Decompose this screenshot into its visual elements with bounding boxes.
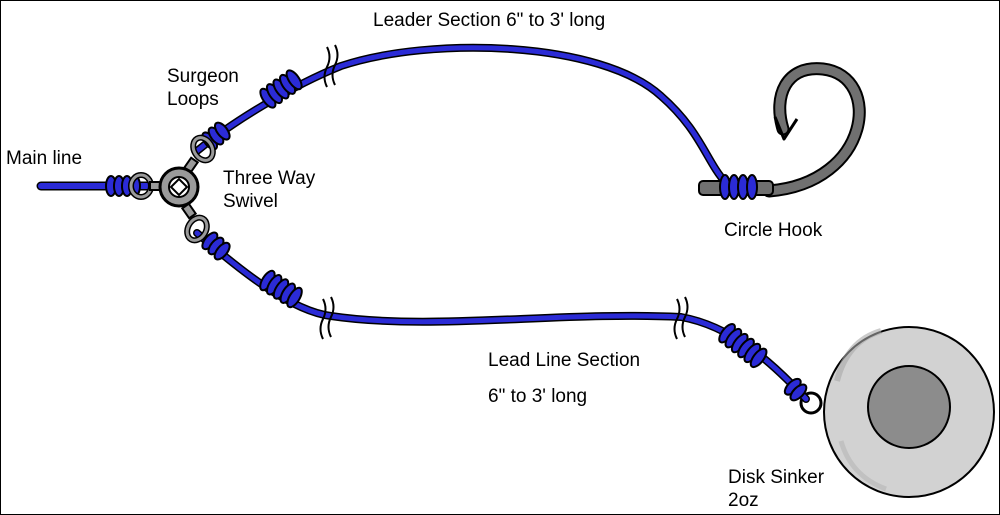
line-break-icon — [319, 44, 689, 340]
disk-sinker-label: Disk Sinker 2oz — [728, 466, 824, 512]
three-way-swivel-label: Three Way Swivel — [223, 167, 315, 213]
three-way-swivel-line-2: Swivel — [223, 191, 278, 212]
lead-line-length-label: 6" to 3' long — [488, 386, 588, 407]
disk-sinker-icon — [799, 326, 995, 498]
circle-hook-label: Circle Hook — [724, 220, 823, 241]
surgeon-knot-icon — [105, 69, 808, 402]
surgeon-loops-line-1: Surgeon — [167, 66, 239, 87]
three-way-swivel-line-1: Three Way — [223, 168, 316, 189]
lead-line-section-label: Lead Line Section — [488, 350, 641, 371]
disk-sinker-line-2: 2oz — [728, 490, 759, 511]
fishing-lines — [36, 43, 810, 403]
main-line-label: Main line — [6, 148, 83, 169]
surgeon-loops-line-2: Loops — [167, 89, 219, 110]
leader-section-label: Leader Section 6" to 3' long — [373, 10, 606, 31]
surgeon-loops-label: Surgeon Loops — [167, 65, 239, 111]
disk-sinker-line-1: Disk Sinker — [728, 467, 825, 488]
three-way-swivel-icon — [128, 134, 216, 244]
